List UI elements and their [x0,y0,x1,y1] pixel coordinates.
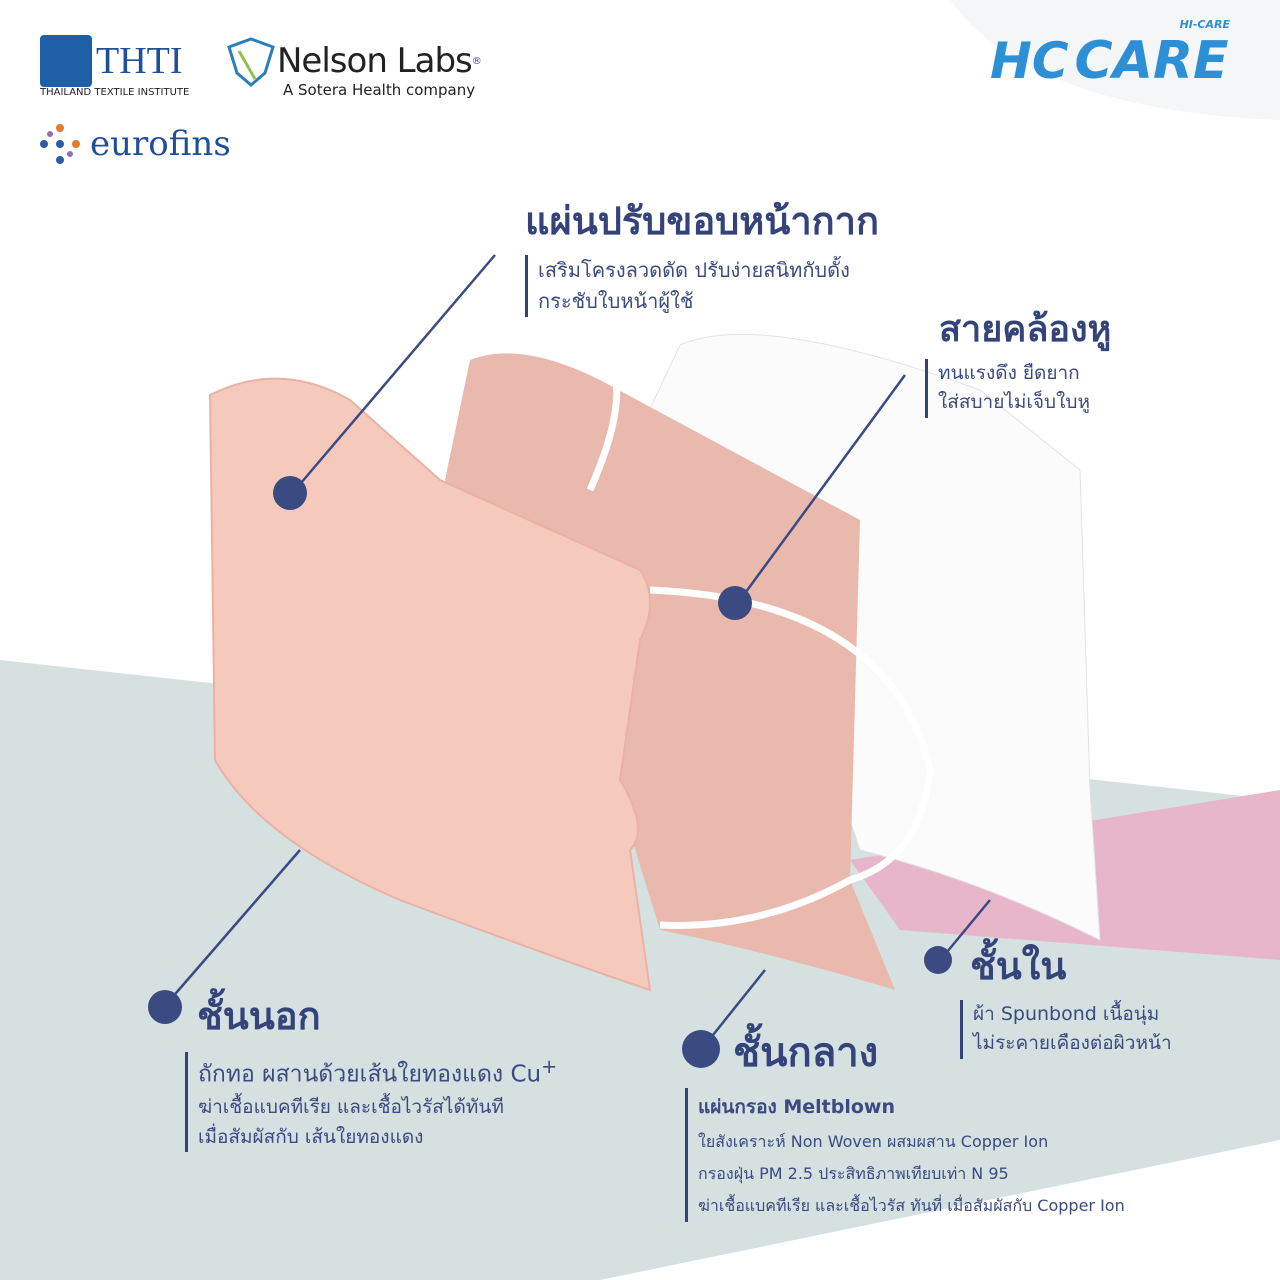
callout-line: เสริมโครงลวดดัด ปรับง่ายสนิทกับดั้ง [538,258,850,282]
callout-leader-lines [169,254,991,1046]
callout-line: ไม่ระคายเคืองต่อผิวหน้า [973,1032,1172,1055]
callout-title: ชั้นกลาง [733,1030,879,1076]
callout-description: เสริมโครงลวดดัด ปรับง่ายสนิทกับดั้ง กระช… [525,255,879,317]
nelson-registered-mark: ® [471,55,482,67]
callout-dot-middle [682,1030,720,1068]
callout-edge: แผ่นปรับขอบหน้ากาก เสริมโครงลวดดัด ปรับง… [525,190,879,317]
callout-line: แผ่นกรอง Meltblown [698,1096,896,1118]
callout-line: ฆ่าเชื้อแบคทีเรีย และเชื้อไวรัส ทันที่ เ… [698,1196,1125,1215]
callout-title: ชั้นนอก [197,994,321,1038]
nelson-labs-logo: Nelson Labs® A Sotera Health company [225,35,482,99]
callout-line: ทนแรงดึง ยืดยาก [938,362,1080,384]
callout-description: ถักทอ ผสานด้วยเส้นใยทองแดง Cu+ ฆ่าเชื้อแ… [185,1052,557,1153]
callout-description: ผ้า Spunbond เนื้อนุ่ม ไม่ระคายเคืองต่อผ… [960,1000,1172,1059]
callout-inner: ชั้นใน ผ้า Spunbond เนื้อนุ่ม ไม่ระคายเค… [960,935,1172,1059]
callout-line: ผ้า Spunbond เนื้อนุ่ม [973,1003,1160,1025]
callout-title: ชั้นใน [970,944,1067,988]
middle-layer [445,353,895,990]
callout-line: ใยสังเคราะห์ Non Woven ผสมผสาน Copper Io… [698,1132,1049,1151]
eurofins-dots-icon [40,124,80,164]
callout-line: ฆ่าเชื้อแบคทีเรีย และเชื้อไวรัสได้ทันที [198,1096,504,1119]
thti-logo: THTI THAILAND TEXTILE INSTITUTE [40,35,189,98]
callout-title: แผ่นปรับขอบหน้ากาก [525,199,880,243]
callout-line: ถักทอ ผสานด้วยเส้นใยทองแดง Cu [198,1061,542,1088]
callout-ear: สายคล้องหู ทนแรงดึง ยืดยาก ใส่สบายไม่เจ็… [925,300,1111,418]
ear-loop [348,345,934,929]
callout-line: กระชับใบหน้าผู้ใช้ [538,289,694,313]
callout-dot-outer [148,990,182,1024]
logo-corner [950,0,1280,120]
thti-swirl-icon [40,35,92,87]
hicare-logo-name: CARE [1074,31,1229,91]
callout-line: เมื่อสัมผัสกับ เส้นใยทองแดง [198,1125,424,1148]
thti-logo-name: THTI [96,40,183,82]
callout-dot-edge [273,476,307,510]
eurofins-logo: eurofins [38,122,231,166]
hicare-logo-tag: HI-CARE [1179,18,1230,31]
callout-description: ทนแรงดึง ยืดยาก ใส่สบายไม่เจ็บใบหู [925,359,1111,418]
copper-superscript: + [541,1055,558,1078]
callout-title: สายคล้องหู [939,309,1112,350]
outer-layer [208,377,652,992]
nelson-shield-icon [227,37,275,87]
callout-outer: ชั้นนอก ถักทอ ผสานด้วยเส้นใยทองแดง Cu+ ฆ… [185,985,557,1153]
hicare-logo-mark: HC [990,32,1069,90]
callout-middle: ชั้นกลาง แผ่นกรอง Meltblown ใยสังเคราะห์… [685,1020,1125,1222]
callout-line: กรองฝุ่น PM 2.5 ประสิทธิภาพเทียบเท่า N 9… [698,1164,1009,1183]
eurofins-logo-name: eurofins [90,124,231,164]
callout-line: ใส่สบายไม่เจ็บใบหู [938,391,1090,414]
hicare-logo: HI-CARE HC CARE [990,18,1230,91]
nelson-logo-name: Nelson Labs [277,41,473,81]
callout-dot-ear [718,586,752,620]
callout-lead-line: ถักทอ ผสานด้วยเส้นใยทองแดง Cu+ [198,1052,557,1093]
thti-logo-subtitle: THAILAND TEXTILE INSTITUTE [40,87,190,98]
nelson-logo-subtitle: A Sotera Health company [283,81,476,99]
callout-description: แผ่นกรอง Meltblown ใยสังเคราะห์ Non Wove… [685,1088,1125,1222]
callout-dot-inner [924,946,952,974]
